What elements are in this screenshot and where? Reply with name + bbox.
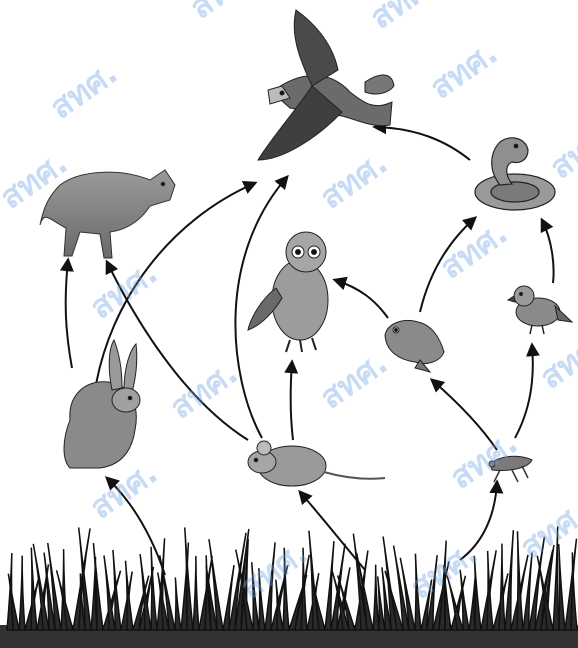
watermark-text: สทศ. (443, 424, 525, 497)
arrow-mouse-to-owl (291, 362, 293, 440)
arrow-sparrow-to-snake (542, 220, 554, 283)
grass-blade (353, 534, 367, 630)
arrow-snake-to-hawk (375, 127, 470, 160)
grass-blade (19, 556, 25, 630)
watermark-text: สทศ. (313, 144, 395, 217)
arrow-frog-to-owl (335, 280, 388, 318)
grass-blade (487, 551, 493, 630)
watermark-text: สทศ. (433, 214, 515, 287)
mouse-icon (248, 441, 385, 486)
watermark-text: สทศ. (513, 494, 578, 567)
grass-blade (469, 578, 475, 630)
frog-icon (385, 321, 444, 372)
grass-blade (151, 547, 157, 630)
grass-blade (175, 577, 181, 630)
grass-blade (559, 544, 565, 630)
arrow-rabbit-to-coyote (66, 260, 72, 368)
watermark-text: สทศ. (543, 114, 578, 187)
watermark-text: สทศ. (163, 354, 245, 427)
owl-icon (248, 232, 328, 352)
watermark-text: สทศ. (533, 324, 578, 397)
watermark-text: สทศ. (363, 0, 445, 37)
snake-icon (475, 138, 555, 210)
grass-blade (126, 561, 133, 630)
watermark-text: สทศ. (43, 54, 125, 127)
hawk-icon (258, 10, 394, 160)
watermark-text: สทศ. (423, 34, 505, 107)
arrow-grasshopper-to-sparrow (515, 345, 533, 438)
watermark-text: สทศ. (183, 0, 265, 27)
watermark-text: สทศ. (83, 254, 165, 327)
watermark-text: สทศ. (313, 344, 395, 417)
grass-blade (193, 556, 199, 630)
grass-blade (113, 550, 121, 630)
grass-blade (373, 565, 379, 630)
sparrow-icon (508, 286, 572, 334)
